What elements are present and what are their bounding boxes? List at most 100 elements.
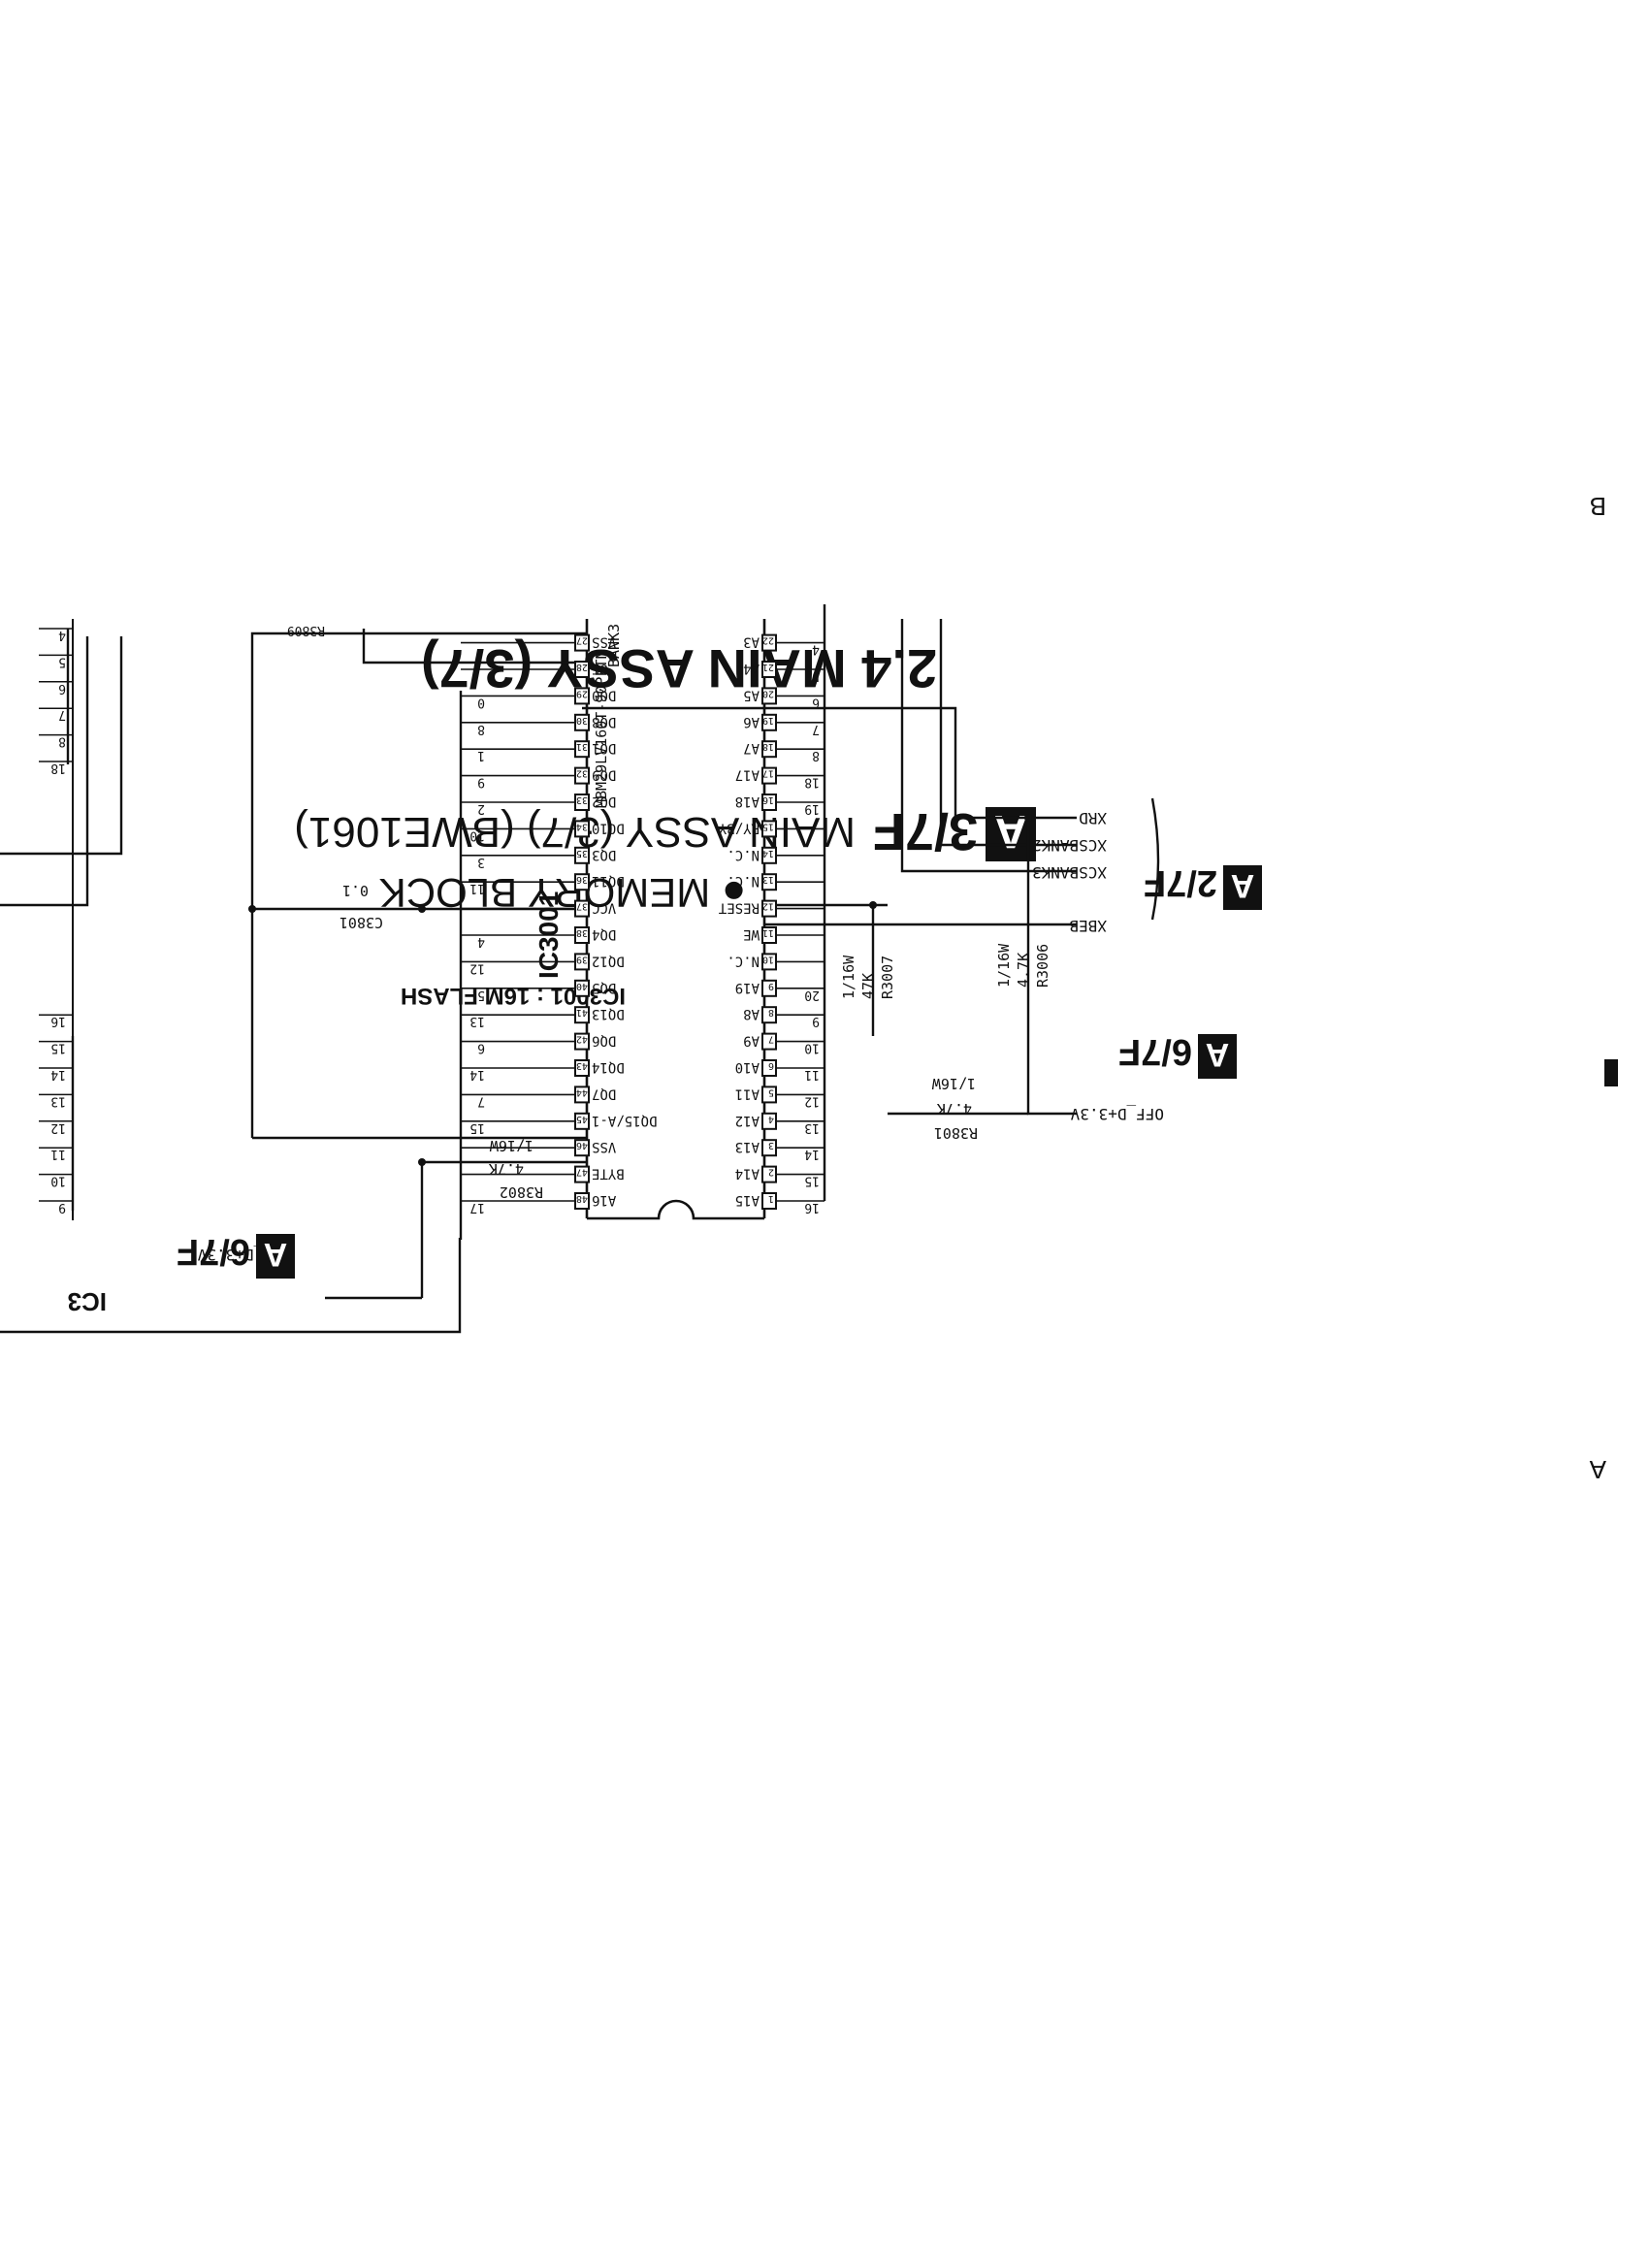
pin-name: RESET	[718, 900, 760, 916]
wire-xrd	[582, 706, 1077, 820]
r3802-name: R3802	[500, 1183, 543, 1201]
bus-label: 1	[477, 748, 485, 762]
power-right: OFF_D+3.3V	[1070, 1105, 1164, 1123]
junction-4	[418, 905, 426, 913]
bus-label: 6	[812, 695, 820, 709]
left-ic-label: IC3	[68, 1287, 107, 1316]
pin-number: 40	[576, 981, 588, 991]
bus-label: 7	[477, 1093, 485, 1108]
bus-label: 14	[469, 1067, 485, 1082]
pin-number: 4	[768, 1114, 774, 1124]
pin-number: 29	[576, 688, 588, 698]
pin-number: 6	[768, 1060, 774, 1071]
pin-number: 44	[576, 1086, 588, 1097]
left-bus-label: 16	[50, 1014, 66, 1028]
left-bus-label: 13	[50, 1093, 66, 1108]
bus-label: 13	[469, 1014, 485, 1028]
r3801-value: 4.7K	[937, 1100, 972, 1118]
subtitle-badge: A	[994, 805, 1028, 857]
pin-name: VCC	[592, 900, 616, 916]
bus-label: 8	[477, 722, 485, 736]
bus-label: 14	[804, 1147, 820, 1161]
r3006-rating: 1/16W	[995, 943, 1013, 988]
bus-label: 16	[804, 1200, 820, 1215]
pin-name: N.C.	[727, 847, 760, 862]
pin-name: VSS	[592, 634, 616, 650]
component-labels: R3006 4.7K 1/16W R3007 47K 1/16W R3801 4…	[287, 623, 1051, 1201]
wire-vss-top	[250, 632, 587, 1138]
pin-name: RY/BY	[718, 820, 760, 835]
left-bus-label: 10	[50, 1174, 66, 1188]
pin-name: DQ1	[592, 740, 616, 756]
left-bus-label: 12	[50, 1120, 66, 1135]
ic-bank: BANK3	[605, 624, 623, 667]
pin-number: 33	[576, 794, 588, 805]
pin-number: 36	[576, 874, 588, 885]
edge-label-b: B	[1590, 492, 1606, 521]
pin-number: 42	[576, 1034, 588, 1045]
pin-number: 17	[762, 768, 774, 779]
left-bus-label: 6	[58, 681, 66, 696]
pin-name: VSS	[592, 1139, 616, 1154]
bus-label: 0	[477, 695, 485, 709]
pin-name: A19	[735, 980, 760, 995]
pin-name: A12	[735, 1113, 760, 1128]
pin-number: 47	[576, 1167, 588, 1178]
pin-number: 19	[762, 715, 774, 726]
bus-label: 9	[812, 1014, 820, 1028]
pin-number: 30	[576, 715, 588, 726]
signal-xrd: XRD	[1079, 809, 1107, 827]
bus-label: 15	[469, 1120, 485, 1135]
wires	[0, 604, 1160, 1334]
pin-name: A15	[735, 1192, 760, 1208]
pin-name: DQ15/A-1	[592, 1113, 657, 1128]
junction-2	[869, 901, 877, 909]
bus-label: 20	[804, 988, 820, 1002]
pin-number: 7	[768, 1034, 774, 1045]
left-bus-label: 11	[50, 1147, 66, 1161]
pin-number: 11	[762, 927, 774, 938]
r3006-name: R3006	[1034, 944, 1051, 988]
pin-number: 38	[576, 927, 588, 938]
pin-number: 1	[768, 1193, 774, 1204]
left-bus-label: 14	[50, 1067, 66, 1082]
edge-label-a: A	[1589, 1455, 1606, 1484]
pin-name: DQ8	[592, 714, 616, 729]
pin-name: A17	[735, 767, 760, 783]
pin-name: DQ14	[592, 1059, 625, 1075]
pin-name: A11	[735, 1085, 760, 1101]
pin-name: A18	[735, 794, 760, 809]
bus-label: 4	[812, 642, 820, 657]
wire-bottom	[0, 1238, 462, 1334]
pin-name: OE	[592, 661, 608, 676]
bus-label: 5	[477, 988, 485, 1002]
bus-label: 13	[804, 1120, 820, 1135]
left-bus-label: 7	[58, 707, 66, 722]
pin-number: 37	[576, 901, 588, 912]
pin-name: DQ2	[592, 794, 616, 809]
r3007-name: R3007	[879, 956, 896, 999]
pin-name: A9	[743, 1033, 760, 1049]
pin-number: 32	[576, 768, 588, 779]
pin-name: A3	[743, 634, 760, 650]
pin-name: DQ0	[592, 687, 616, 702]
left-bus-label: 9	[58, 1200, 66, 1215]
pin-number: 34	[576, 821, 588, 831]
ref-2-badge: A	[1231, 867, 1255, 904]
wire-byte	[420, 1160, 587, 1298]
bus-label: 7	[812, 722, 820, 736]
pin-number: 28	[576, 662, 588, 672]
pin-number: 12	[762, 901, 774, 912]
r3809-name: R3809	[287, 623, 325, 637]
wire-xcsbank3	[900, 619, 1077, 873]
bus-label: 5	[812, 668, 820, 683]
bus-label: 17	[469, 1200, 485, 1215]
wire-left-bus-a	[0, 636, 123, 856]
pin-name: DQ6	[592, 1033, 616, 1049]
bus-label: 2	[477, 801, 485, 816]
pin-name: DQ13	[592, 1006, 625, 1021]
ref-6-7f-a: A 6/7F	[1118, 1031, 1237, 1079]
